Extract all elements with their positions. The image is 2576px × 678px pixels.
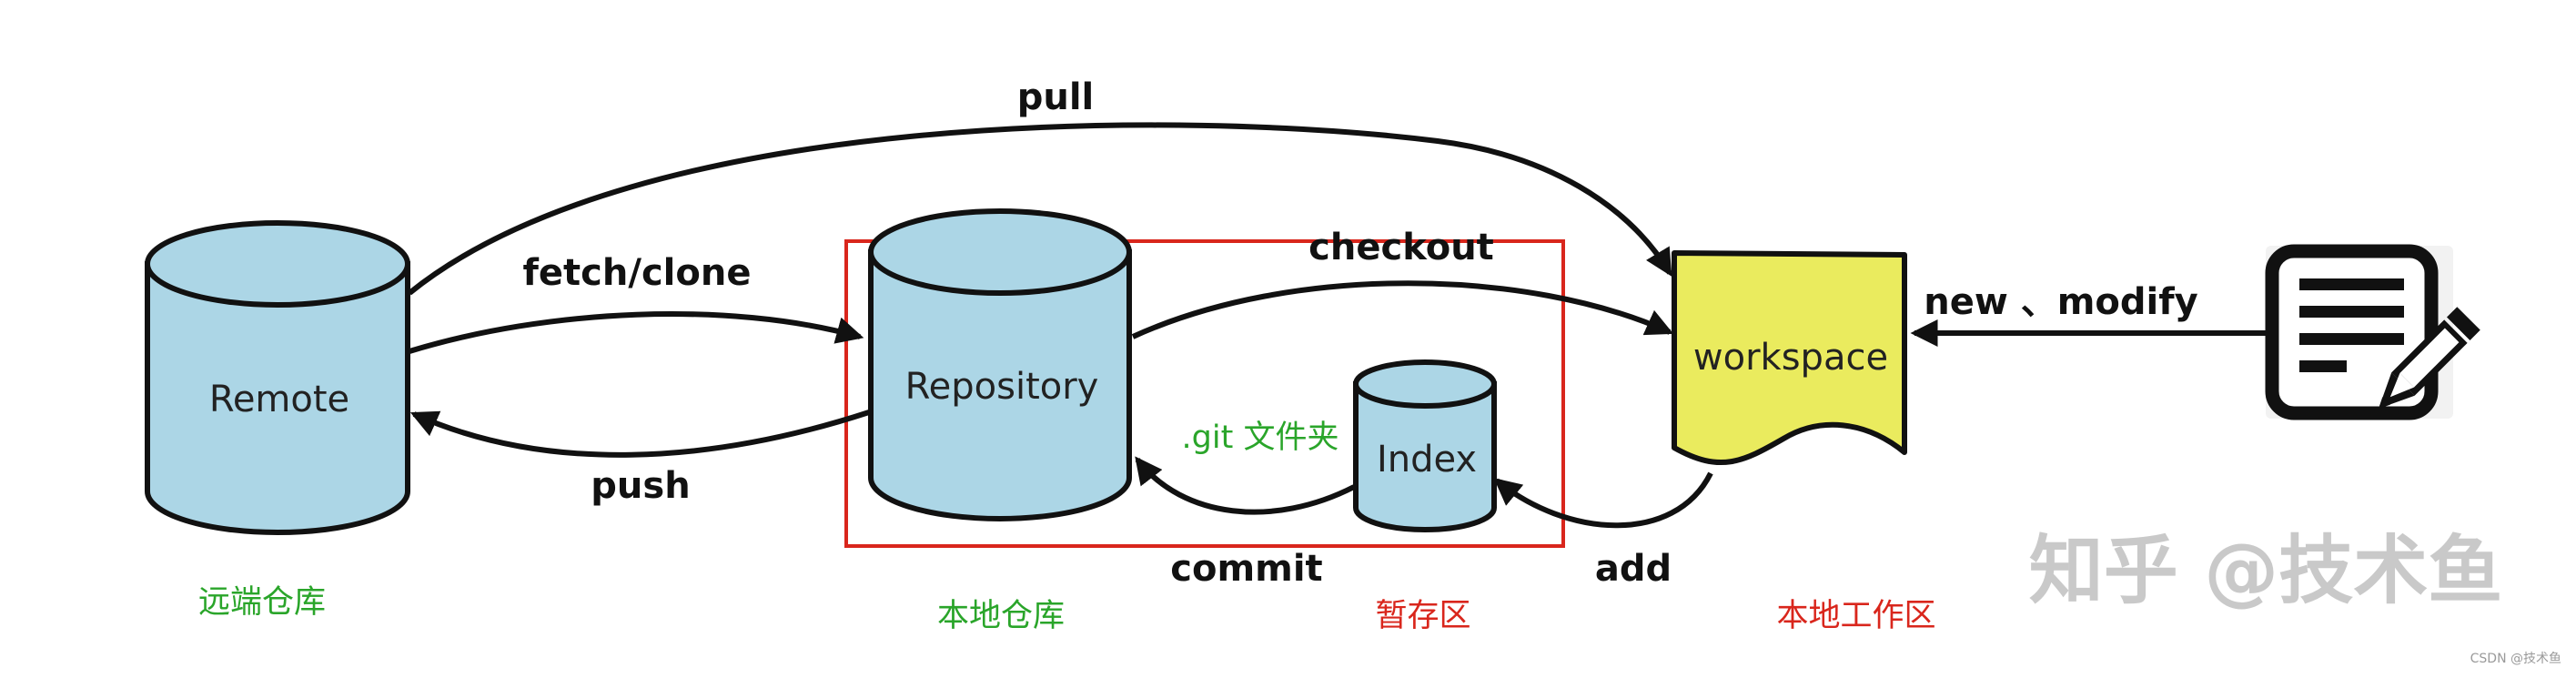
checkout-arrow (1131, 280, 1674, 339)
index-label: Index (1377, 439, 1477, 481)
staging-caption: 暂存区 (1375, 598, 1470, 634)
remote-label: Remote (209, 379, 349, 420)
repository-label: Repository (905, 366, 1099, 408)
checkout-label: checkout (1308, 227, 1494, 268)
pull-arrow (408, 122, 1672, 296)
repository-cylinder (868, 208, 1132, 521)
git-folder-caption: .git 文件夹 (1182, 420, 1339, 456)
push-label: push (591, 465, 690, 507)
remote-caption: 远端仓库 (198, 584, 326, 621)
pull-label: pull (1017, 76, 1095, 118)
commit-arrow (1135, 456, 1356, 515)
add-label: add (1595, 548, 1672, 590)
index-cylinder (1353, 359, 1497, 532)
new-modify-label: new 、modify (1924, 281, 2197, 323)
fetch-clone-arrow (409, 311, 864, 354)
workspace-document (1672, 250, 1907, 466)
fetch-clone-label: fetch/clone (523, 252, 752, 294)
add-arrow (1493, 471, 1713, 529)
commit-label: commit (1170, 548, 1322, 590)
workdir-caption: 本地工作区 (1776, 598, 1935, 634)
local-repository-box (844, 239, 1565, 548)
zhihu-watermark: 知乎 @技术鱼 (2029, 528, 2503, 614)
local-repo-caption: 本地仓库 (937, 598, 1065, 634)
push-arrow (409, 410, 870, 458)
workspace-label: workspace (1693, 337, 1888, 379)
remote-cylinder (145, 220, 410, 535)
document-edit-icon (2265, 244, 2480, 420)
csdn-watermark: CSDN @技术鱼 (2470, 651, 2561, 666)
